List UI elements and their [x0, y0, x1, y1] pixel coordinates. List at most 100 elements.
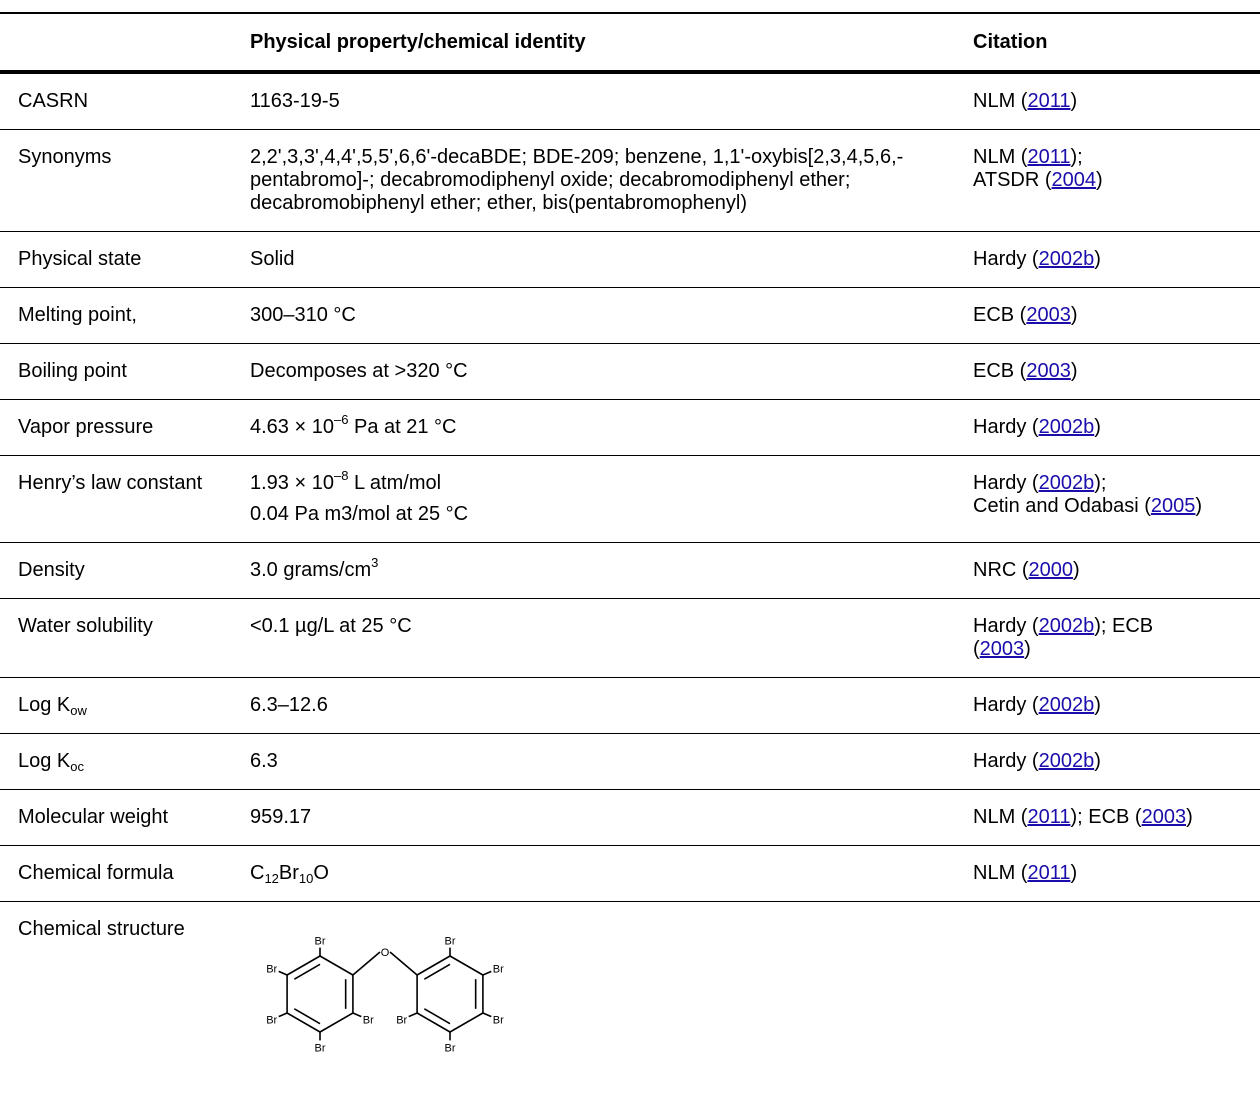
citation-year-link[interactable]: 2002b [1038, 694, 1095, 716]
value-line: 4.63 × 10–6 Pa at 21 °C [250, 413, 956, 439]
citation-text: NLM ( [973, 806, 1028, 828]
atom-label: Br [315, 936, 326, 948]
citation-year-link[interactable]: 2003 [1141, 806, 1187, 828]
bond [416, 1012, 451, 1033]
citation [956, 902, 1260, 1059]
citation-text: NRC ( [973, 559, 1029, 581]
property-value: Decomposes at >320 °C [250, 360, 468, 382]
atom-label: Br [266, 963, 277, 975]
atom-label: Br [493, 1015, 504, 1027]
citation-text: NLM ( [973, 146, 1028, 168]
property-value: 6.3–12.6 [250, 694, 328, 716]
citation: Hardy (2002b); ECB(2003) [956, 599, 1260, 678]
citation-year-link[interactable]: 2002b [1038, 750, 1095, 772]
citation-year-link[interactable]: 2002b [1038, 615, 1095, 637]
citation-text: ) [1073, 559, 1080, 581]
formula-element: Br [278, 862, 299, 884]
value-rest: Pa at 21 °C [348, 416, 457, 438]
property-name: Log Kow [0, 678, 234, 734]
citation: NLM (2011); ECB (2003) [956, 790, 1260, 846]
bond [286, 955, 321, 976]
citation: Hardy (2002b) [956, 232, 1260, 288]
value-superscript: 3 [371, 555, 379, 570]
citation-text: ); [1070, 146, 1083, 168]
citation-line: (2003) [973, 638, 1260, 661]
citation-text: ) [1094, 248, 1101, 270]
property-name: Synonyms [18, 146, 112, 168]
citation-year-link[interactable]: 2004 [1051, 169, 1097, 191]
citation-text: ); ECB [1094, 615, 1154, 637]
property-value: 6.3 [250, 750, 278, 772]
bond [293, 963, 321, 980]
bond [319, 1012, 354, 1033]
citation-year-link[interactable]: 2002b [1038, 472, 1095, 494]
bond [319, 955, 354, 976]
citation-text: ); [1094, 472, 1107, 494]
citation: Hardy (2002b);Cetin and Odabasi (2005) [956, 456, 1260, 543]
property-name: Log Koc [0, 734, 234, 790]
property-value: 3.0 grams/cm3 [234, 543, 956, 599]
citation-year-link[interactable]: 2003 [1026, 360, 1071, 382]
bond [389, 951, 418, 976]
citation-text: ); ECB ( [1070, 806, 1142, 828]
citation-text: ) [1186, 806, 1193, 828]
properties-table: Physical property/chemical identity Cita… [0, 12, 1260, 1058]
citation: ECB (2003) [956, 288, 1260, 344]
atom-label: O [381, 947, 390, 959]
citation-year-link[interactable]: 2003 [1026, 304, 1071, 326]
value-main: 3.0 grams/cm [250, 559, 372, 581]
atom-label: Br [493, 963, 504, 975]
citation-text: ) [1024, 638, 1031, 660]
citation: Hardy (2002b) [956, 734, 1260, 790]
citation: NLM (2011);ATSDR (2004) [956, 130, 1260, 232]
property-main: Log K [18, 694, 71, 716]
bond [286, 1012, 321, 1033]
citation-text: Hardy ( [973, 694, 1039, 716]
citation-text: Cetin and Odabasi ( [973, 495, 1151, 517]
citation-year-link[interactable]: 2011 [1027, 146, 1071, 168]
citation-year-link[interactable]: 2005 [1150, 495, 1196, 517]
citation-year-link[interactable]: 2002b [1038, 248, 1095, 270]
citation-line: Hardy (2002b); [973, 472, 1260, 495]
atom-label: Br [363, 1015, 374, 1027]
citation-year-link[interactable]: 2011 [1027, 862, 1071, 884]
property-value: 300–310 °C [250, 304, 356, 326]
citation-text: ) [1195, 495, 1203, 517]
property-name: CASRN [18, 90, 89, 112]
property-name: Boiling point [18, 360, 127, 382]
formula-subscript: 10 [298, 871, 314, 886]
citation: Hardy (2002b) [956, 678, 1260, 734]
atom-label: Br [445, 1042, 456, 1052]
bond [293, 1008, 321, 1025]
citation: NRC (2000) [956, 543, 1260, 599]
citation-year-link[interactable]: 2011 [1027, 90, 1071, 112]
atom-label: Br [396, 1015, 407, 1027]
property-value: 1163-19-5 [250, 90, 340, 112]
property-value: 2,2',3,3',4,4',5,5',6,6'-decaBDE; BDE-20… [250, 146, 904, 214]
value-main: 1.93 × 10 [250, 472, 334, 494]
bond [423, 963, 451, 980]
citation-year-link[interactable]: 2002b [1038, 416, 1095, 438]
value-line: 1.93 × 10–8 L atm/mol [250, 469, 956, 495]
value-superscript: –8 [333, 468, 349, 483]
property-value: <0.1 µg/L at 25 °C [250, 615, 412, 637]
formula-subscript: 12 [264, 871, 279, 886]
property-name: Molecular weight [18, 806, 169, 828]
header-citation: Citation [973, 30, 1048, 53]
atom-label: Br [266, 1015, 277, 1027]
citation-year-link[interactable]: 2000 [1028, 559, 1074, 581]
header-blank [0, 13, 234, 72]
property-name: Chemical formula [18, 862, 174, 884]
citation-year-link[interactable]: 2011 [1027, 806, 1071, 828]
citation-year-link[interactable]: 2003 [979, 638, 1025, 660]
property-value: Solid [250, 248, 295, 270]
property-value: 4.63 × 10–6 Pa at 21 °C [234, 400, 956, 456]
header-property: Physical property/chemical identity [250, 30, 586, 53]
